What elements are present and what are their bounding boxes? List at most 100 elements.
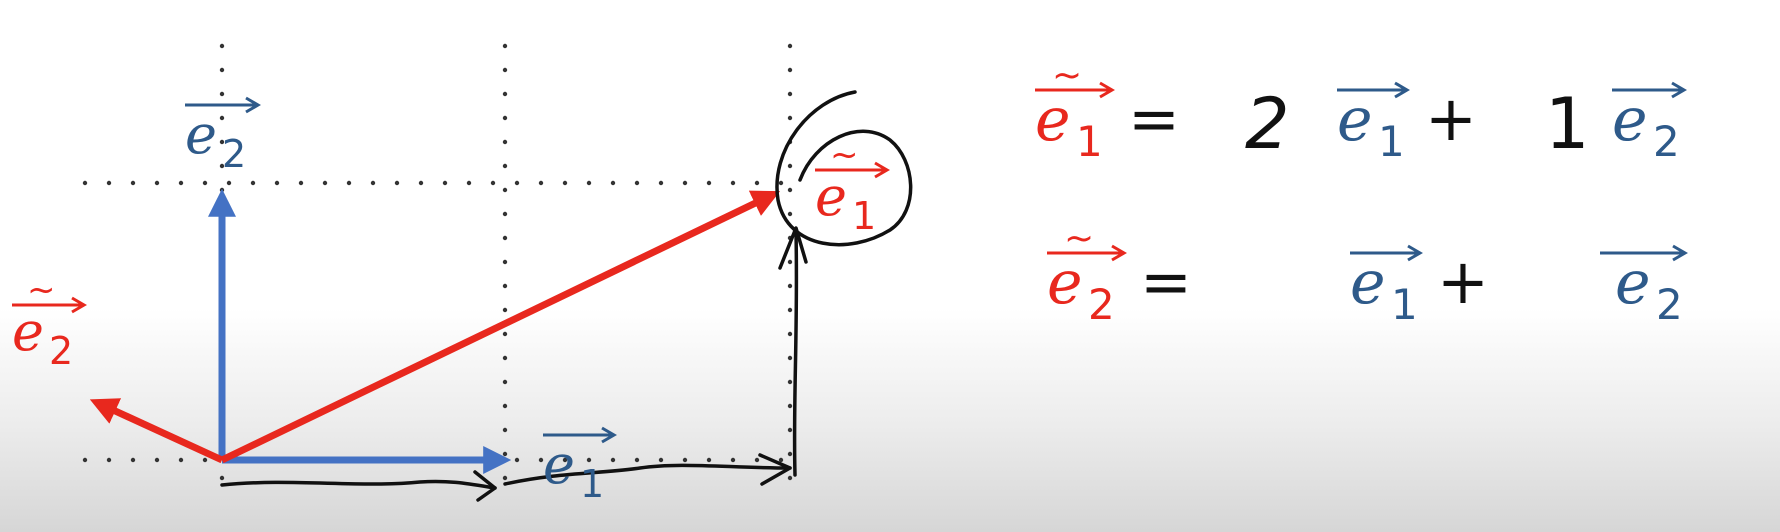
grid-dot (502, 355, 508, 361)
grid-dot (538, 180, 544, 186)
svg-text:2: 2 (1088, 280, 1115, 329)
svg-text:e: e (815, 165, 847, 228)
grid-dot (634, 180, 640, 186)
grid-dot (219, 187, 225, 193)
grid-dot (219, 475, 225, 481)
svg-text:~: ~ (27, 270, 56, 310)
grid-dot (502, 475, 508, 481)
grid-dot (154, 457, 160, 463)
svg-text:1: 1 (852, 194, 876, 238)
grid-dot (787, 283, 793, 289)
vector-e2-tilde-arrow (89, 398, 224, 464)
grid-dot (610, 180, 616, 186)
svg-text:1: 1 (1076, 117, 1103, 166)
handdrawn-path-vertical-step (792, 230, 799, 477)
grid-dot (538, 457, 544, 463)
eq2-equals: = (1140, 245, 1192, 318)
eq1-term-e2: e 2 (1612, 81, 1687, 166)
grid-dot (106, 180, 112, 186)
grid-dot (682, 457, 688, 463)
grid-dot (502, 403, 508, 409)
grid-dot (787, 379, 793, 385)
grid-dot (178, 457, 184, 463)
grid-dot (787, 427, 793, 433)
label-e1: e 1 (543, 426, 617, 506)
grid-dot (586, 457, 592, 463)
grid-dot (219, 91, 225, 97)
grid-dot (274, 180, 280, 186)
svg-text:e: e (185, 103, 217, 166)
grid-dot (219, 163, 225, 169)
grid-dot (787, 307, 793, 313)
grid-dot (502, 427, 508, 433)
svg-text:e: e (1337, 85, 1373, 155)
grid-dot (586, 180, 592, 186)
grid-dot (787, 475, 793, 481)
svg-text:2: 2 (1653, 117, 1680, 166)
grid-dot (787, 43, 793, 49)
grid-dot (706, 180, 712, 186)
grid-dot (754, 180, 760, 186)
grid-dot (82, 180, 88, 186)
eq1-coefficient-e2: 1 (1545, 83, 1590, 165)
handdrawn-path-second-step (503, 463, 792, 486)
grid-dot (502, 115, 508, 121)
grid-dot (787, 403, 793, 409)
grid-dot (502, 139, 508, 145)
grid-dot (130, 180, 136, 186)
grid-dot (178, 180, 184, 186)
grid-dot (502, 235, 508, 241)
grid-dot (787, 163, 793, 169)
handdrawn-arrowhead-second-step (758, 453, 792, 486)
svg-text:e: e (12, 300, 44, 363)
grid-dot (610, 457, 616, 463)
handdrawn-path-first-step (220, 479, 497, 490)
grid-dot (562, 180, 568, 186)
grid-dot (466, 180, 472, 186)
grid-dot (502, 259, 508, 265)
label-e1-tilde: e 1 ~ (815, 135, 890, 238)
svg-text:2: 2 (49, 329, 73, 373)
label-e2: e 2 (185, 96, 261, 176)
eq1-plus: + (1425, 82, 1477, 155)
grid-dot (106, 457, 112, 463)
equation-e1-tilde: e 1 ~ = 2 e 1 + 1 e 2 (1035, 55, 1687, 166)
svg-text:1: 1 (1378, 117, 1405, 166)
grid-dot (130, 457, 136, 463)
grid-dot (154, 180, 160, 186)
svg-text:e: e (1615, 248, 1651, 318)
svg-text:e: e (1035, 85, 1071, 155)
grid-dot (778, 457, 784, 463)
eq2-term-e1: e 1 (1350, 244, 1423, 329)
grid-dot (787, 355, 793, 361)
grid-dot (250, 180, 256, 186)
grid-dot (502, 451, 508, 457)
grid-dot (490, 180, 496, 186)
grid-dot (322, 180, 328, 186)
grid-dot (787, 187, 793, 193)
svg-text:~: ~ (830, 135, 859, 175)
grid-dot (219, 139, 225, 145)
grid-dot (219, 67, 225, 73)
grid-dot (226, 180, 232, 186)
grid-dot (202, 457, 208, 463)
grid-dot (502, 163, 508, 169)
handdrawn-arrowhead-vertical-step (778, 226, 808, 270)
grid-dot (219, 43, 225, 49)
grid-dot (562, 457, 568, 463)
grid-dot (502, 211, 508, 217)
eq1-lhs-e1-tilde: e 1 ~ (1035, 55, 1115, 166)
grid-dot (778, 180, 784, 186)
grid-dot (502, 43, 508, 49)
eq2-term-e2: e 2 (1600, 244, 1688, 329)
grid-dot (787, 211, 793, 217)
grid-dot (787, 451, 793, 457)
grid-dot (787, 331, 793, 337)
grid-dot (730, 457, 736, 463)
grid-dot (502, 187, 508, 193)
svg-text:1: 1 (1391, 280, 1418, 329)
grid-dot (787, 67, 793, 73)
grid-dot (682, 180, 688, 186)
grid-dot (787, 91, 793, 97)
grid-dot (787, 115, 793, 121)
